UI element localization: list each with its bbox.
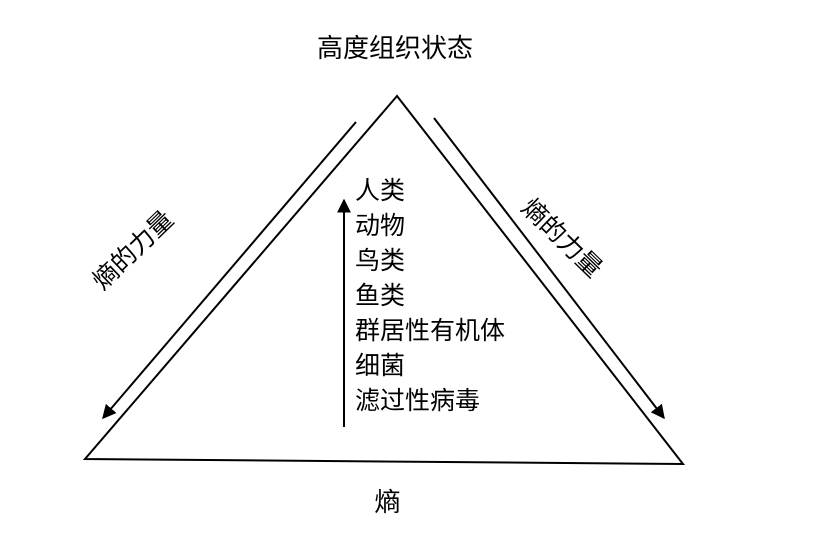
bottom-label-entropy: 熵 [374, 488, 401, 518]
level-item-birds: 鸟类 [355, 246, 406, 275]
top-label-high-organization: 高度组织状态 [316, 34, 473, 64]
level-item-animals: 动物 [355, 211, 406, 240]
right-entropy-arrow [433, 117, 665, 420]
level-item-humans: 人类 [355, 176, 406, 205]
level-item-viruses: 滤过性病毒 [355, 386, 481, 415]
organism-levels-list: 人类 动物 鸟类 鱼类 群居性有机体 细菌 滤过性病毒 [355, 173, 505, 418]
level-item-social-organisms: 群居性有机体 [355, 316, 506, 345]
left-entropy-arrow [102, 121, 357, 420]
pyramid-triangle [82, 94, 686, 466]
level-item-fish: 鱼类 [355, 281, 406, 310]
level-item-bacteria: 细菌 [355, 351, 406, 380]
